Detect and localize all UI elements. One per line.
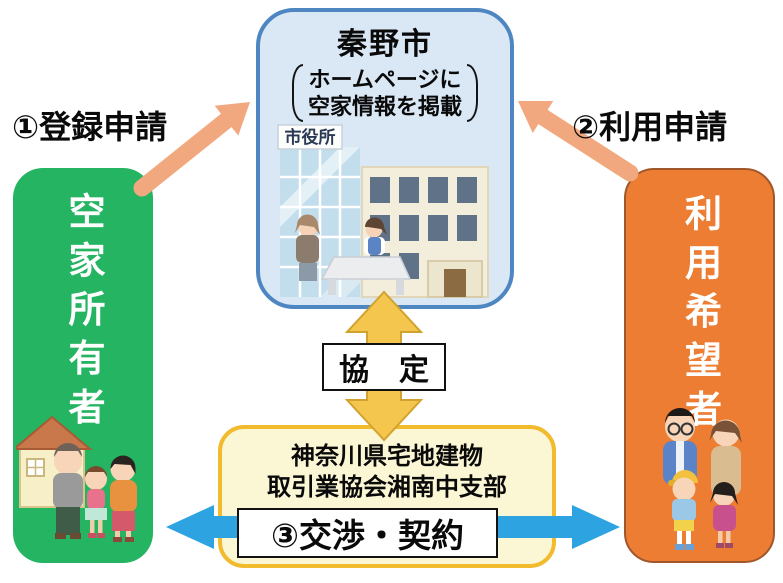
owner-label: 空家所有者 — [63, 192, 104, 437]
city-note: ホームページに 空家情報を掲載 — [260, 64, 510, 122]
association-name-line1: 神奈川県宅地建物 — [291, 443, 483, 470]
negotiation-plate: ③交渉・契約 — [237, 508, 498, 558]
user-family-illustration — [662, 408, 742, 550]
agreement-label: 協 定 — [339, 354, 429, 387]
owner-box: 空家所有者 — [13, 168, 153, 563]
city-note-line1: ホームページに — [308, 67, 462, 92]
city-box: 秦野市 ホームページに 空家情報を掲載 市役所 — [256, 8, 514, 309]
owner-family-illustration — [16, 415, 137, 542]
left-paren-decoration — [291, 64, 303, 122]
use-label: ②利用申請 — [572, 109, 728, 145]
agreement-plate: 協 定 — [322, 343, 446, 391]
user-box: 利用希望者 — [624, 168, 775, 563]
right-paren-decoration — [467, 64, 478, 122]
city-note-line2: 空家情報を掲載 — [307, 94, 462, 119]
city-hall-illustration: 市役所 — [277, 124, 489, 298]
user-label: 利用希望者 — [679, 194, 721, 439]
city-title: 秦野市 — [337, 28, 433, 61]
register-label: ①登録申請 — [12, 109, 168, 145]
city-hall-sign: 市役所 — [285, 127, 336, 147]
negotiation-label: ③交渉・契約 — [271, 517, 464, 554]
association-name-line2: 取引業協会湘南中支部 — [267, 474, 507, 501]
